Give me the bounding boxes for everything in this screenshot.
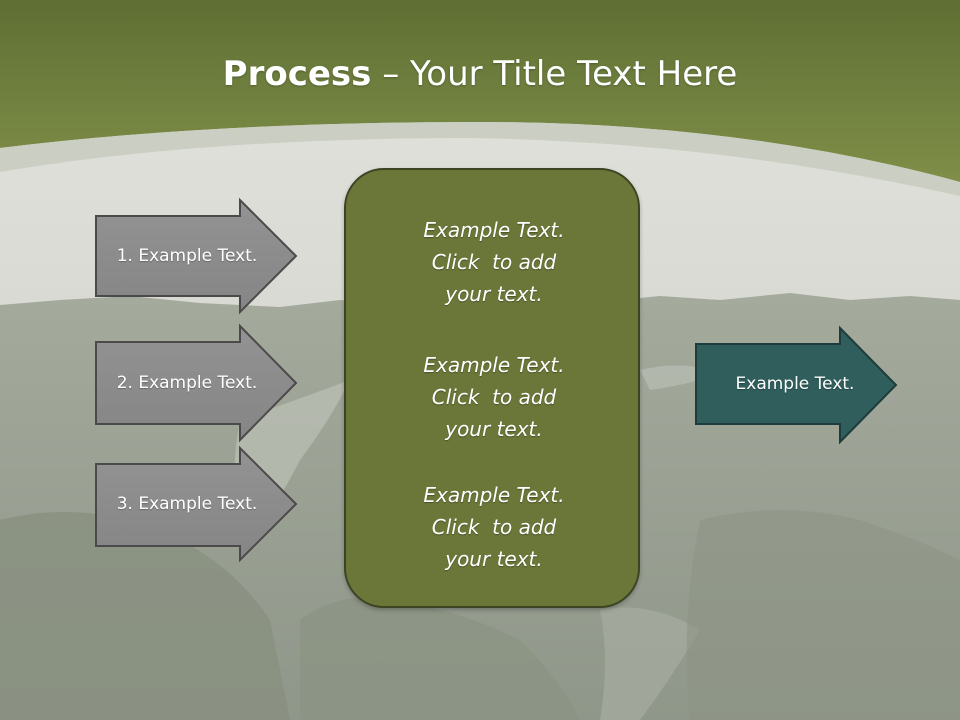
step-label-1[interactable]: 1. Example Text. bbox=[116, 246, 258, 266]
result-arrow bbox=[695, 325, 898, 445]
center-block-1-line-1: Example Text. bbox=[423, 218, 565, 242]
center-text-box[interactable]: Example Text. Click to add your text. Ex… bbox=[344, 168, 640, 608]
slide-title[interactable]: Process – Your Title Text Here bbox=[0, 52, 960, 96]
step-arrow-2 bbox=[95, 323, 298, 443]
foreground-trees-center bbox=[300, 597, 580, 720]
title-dash: – bbox=[371, 54, 411, 94]
center-block-2-line-3: your text. bbox=[445, 417, 543, 441]
lake-bottom bbox=[600, 607, 700, 720]
title-rest: Your Title Text Here bbox=[410, 54, 738, 94]
center-block-1-line-2: Click to add bbox=[431, 250, 557, 274]
center-block-2: Example Text. Click to add your text. bbox=[346, 349, 642, 445]
step-label-3[interactable]: 3. Example Text. bbox=[116, 494, 258, 514]
step-arrow-1 bbox=[95, 197, 298, 315]
center-block-3-line-3: your text. bbox=[445, 547, 543, 571]
step-arrow-3 bbox=[95, 445, 298, 563]
foreground-trees-left bbox=[0, 512, 290, 720]
title-bold: Process bbox=[222, 54, 372, 94]
foreground-trees-right bbox=[686, 510, 960, 720]
header-band bbox=[0, 0, 960, 182]
center-block-2-line-2: Click to add bbox=[431, 385, 557, 409]
center-block-1-line-3: your text. bbox=[445, 282, 543, 306]
center-block-2-line-1: Example Text. bbox=[423, 353, 565, 377]
center-block-3-line-2: Click to add bbox=[431, 515, 557, 539]
step-label-2[interactable]: 2. Example Text. bbox=[116, 373, 258, 393]
center-block-1: Example Text. Click to add your text. bbox=[346, 214, 642, 310]
center-block-3-line-1: Example Text. bbox=[423, 483, 565, 507]
header-swoosh bbox=[0, 122, 960, 196]
center-block-3: Example Text. Click to add your text. bbox=[346, 479, 642, 575]
result-label[interactable]: Example Text. bbox=[735, 374, 855, 394]
